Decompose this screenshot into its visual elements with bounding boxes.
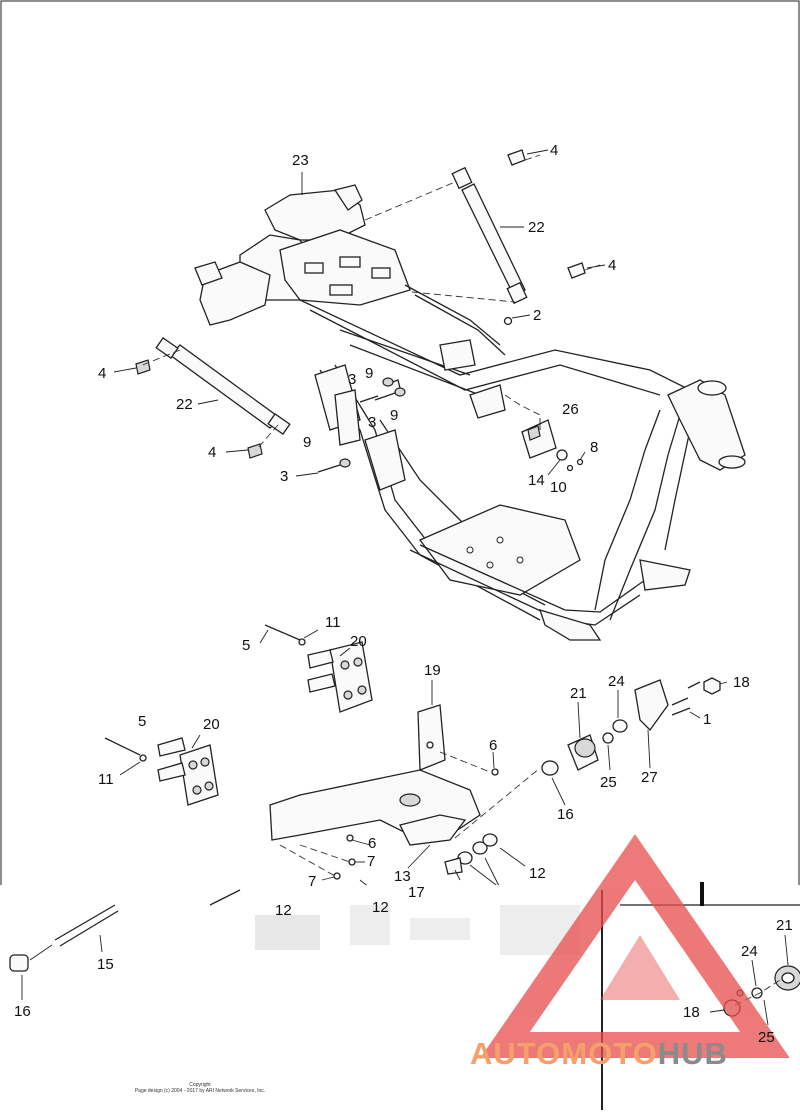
callout: 4	[98, 365, 106, 382]
callout: 3	[368, 414, 376, 431]
callout: 9	[365, 365, 373, 382]
watermark-logo-icon	[480, 834, 790, 1058]
callout: 4	[608, 257, 616, 274]
copyright-text: Page design (c) 2004 - 2017 by ARI Netwo…	[134, 1088, 266, 1094]
callout: 12	[529, 865, 546, 882]
callout: 20	[350, 633, 367, 650]
callout: 6	[368, 835, 376, 852]
callout: 23	[292, 152, 309, 169]
callout: 12	[372, 899, 389, 916]
engine-mount-19	[269, 704, 481, 846]
callout: 25	[758, 1029, 775, 1046]
callout: 20	[203, 716, 220, 733]
callout: 14	[528, 472, 545, 489]
callout: 5	[242, 637, 250, 654]
leader-lines	[113, 149, 728, 893]
isolator-bracket-lower	[104, 737, 219, 806]
callout: 7	[367, 853, 375, 870]
callout: 22	[176, 396, 193, 413]
callout: 17	[408, 884, 425, 901]
callout: 13	[394, 868, 411, 885]
callout: 22	[528, 219, 545, 236]
callout: 18	[733, 674, 750, 691]
callout: 19	[424, 662, 441, 679]
callout: 24	[741, 943, 758, 960]
callout: 11	[98, 771, 114, 788]
callout: 11	[325, 614, 341, 631]
callout: 24	[608, 673, 625, 690]
callout: 26	[562, 401, 579, 418]
rear-shock-lower	[155, 337, 291, 435]
callout: 21	[570, 685, 587, 702]
callout: 6	[489, 737, 497, 754]
callout: 21	[776, 917, 793, 934]
callout: 9	[390, 407, 398, 424]
isolator-bracket-upper	[264, 624, 373, 713]
callout: 16	[14, 1003, 31, 1020]
main-frame	[194, 184, 746, 641]
callout: 25	[600, 774, 617, 791]
callout: 5	[138, 713, 146, 730]
mount-hardware-lower	[333, 677, 721, 880]
lower-panel-parts	[9, 889, 800, 1026]
callout: 16	[557, 806, 574, 823]
callout: 15	[97, 956, 114, 973]
watermark-text: AUTOMOTOHUB	[470, 1036, 728, 1072]
callout: 27	[641, 769, 658, 786]
watermark-text-part1: AUTOMOTO	[470, 1036, 658, 1071]
callout: 8	[590, 439, 598, 456]
callout: 10	[550, 479, 567, 496]
callout: 3	[280, 468, 288, 485]
callout: 1	[703, 711, 711, 728]
callout: 12	[275, 902, 292, 919]
copyright-notice: Copyright Page design (c) 2004 - 2017 by…	[120, 1082, 280, 1094]
callout: 18	[683, 1004, 700, 1021]
callout: 4	[208, 444, 216, 461]
callout: 2	[533, 307, 541, 324]
watermark-text-part2: HUB	[657, 1036, 728, 1071]
callout: 3	[348, 371, 356, 388]
callout-labels: 23 4 22 4 2 4 3 9 22 9 3 26 9 4 8 3 14 1…	[14, 142, 793, 1046]
callout: 9	[303, 434, 311, 451]
callout: 7	[308, 873, 316, 890]
callout: 4	[550, 142, 558, 159]
copyright-label: Copyright	[189, 1082, 211, 1088]
rear-shock-upper	[451, 166, 528, 305]
part-26-bracket	[521, 419, 584, 472]
